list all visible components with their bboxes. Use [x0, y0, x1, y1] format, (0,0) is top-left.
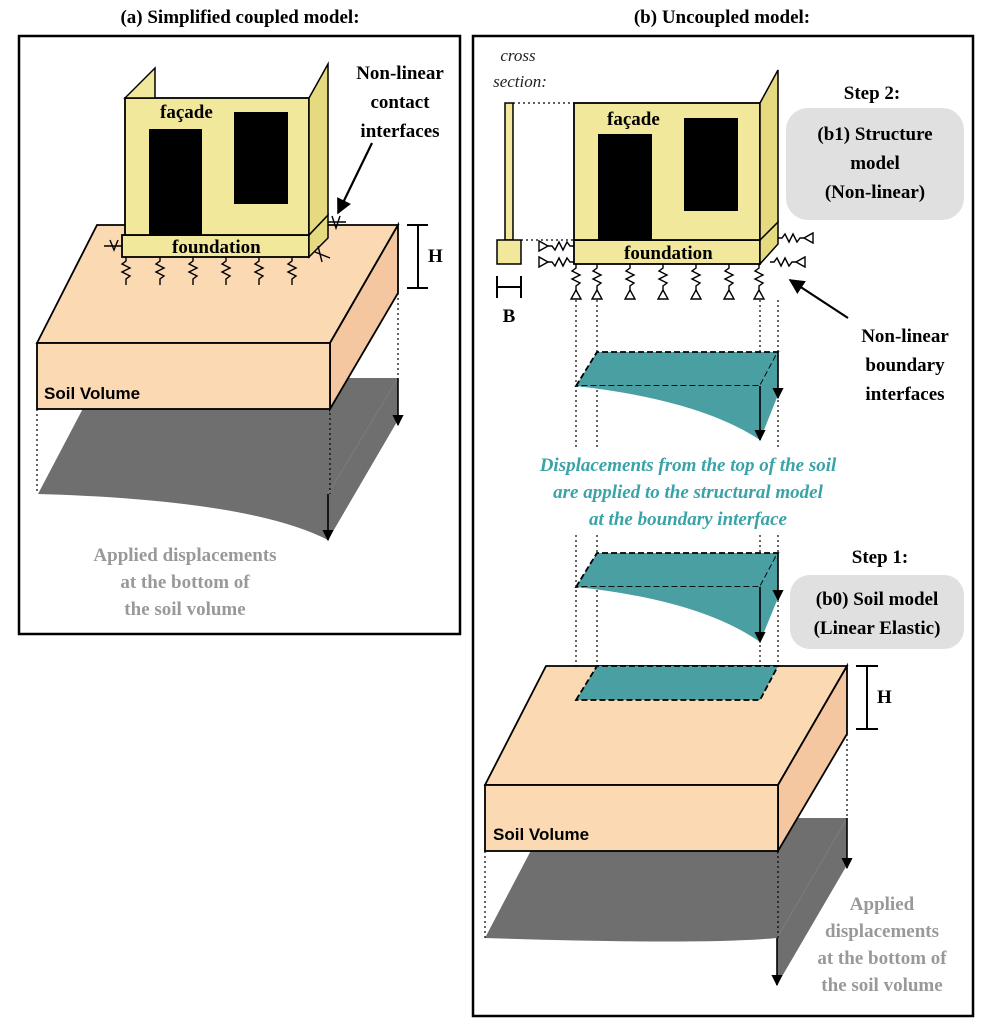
height-label: H: [877, 687, 892, 708]
transfer-text-line3: at the boundary interface: [589, 509, 787, 530]
applied-line3: at the bottom of: [817, 948, 947, 969]
facade-label: façade: [160, 102, 213, 123]
soil-volume-label: Soil Volume: [44, 384, 140, 403]
facade-label: façade: [607, 109, 660, 130]
panel-b-frame: [471, 34, 975, 1018]
door-opening: [598, 134, 652, 240]
door-opening: [149, 129, 202, 235]
soil-top-patch: [574, 665, 780, 701]
window-opening: [234, 112, 288, 204]
step2-label: Step 2:: [844, 83, 900, 104]
soil-volume-label: Soil Volume: [493, 825, 589, 844]
applied-line2: at the bottom of: [120, 572, 250, 593]
side-wall-right: [759, 69, 779, 242]
b1-line2: model: [850, 153, 900, 174]
height-label: H: [428, 246, 443, 267]
applied-line2: displacements: [825, 921, 939, 942]
cross-section-wall: [504, 102, 514, 241]
b1-line3: (Non-linear): [825, 182, 925, 203]
window-opening: [684, 118, 738, 211]
b0-line1: (b0) Soil model: [816, 589, 938, 610]
contact-label-line1: Non-linear: [356, 63, 444, 84]
panel-a-frame: [17, 34, 462, 636]
height-dimension: [407, 224, 428, 289]
cross-section-label-line1: cross: [500, 46, 536, 65]
boundary-label-line3: interfaces: [865, 384, 944, 405]
b1-line1: (b1) Structure: [817, 124, 932, 145]
soil-front-face: [484, 784, 779, 852]
contact-springs: [104, 215, 346, 286]
width-dimension: [496, 276, 522, 298]
foundation-label: foundation: [172, 237, 261, 258]
height-dimension: [856, 665, 878, 730]
upper-top-displacement: [574, 351, 780, 387]
cross-section-label-line2: section:: [493, 72, 547, 91]
soil-front-face: [36, 342, 331, 410]
transfer-text-line2: are applied to the structural model: [553, 482, 823, 503]
foundation-label: foundation: [624, 243, 713, 264]
applied-line1: Applied displacements: [93, 545, 276, 566]
boundary-pointer-arrow: [788, 279, 849, 319]
b0-line2: (Linear Elastic): [814, 618, 941, 639]
applied-line4: the soil volume: [821, 975, 942, 996]
lower-top-displacement: [574, 552, 780, 588]
side-wall-left: [123, 66, 156, 99]
contact-label-line2: contact: [370, 92, 430, 113]
applied-line1: Applied: [850, 894, 915, 915]
soil-model-box: [790, 575, 964, 649]
applied-line3: the soil volume: [124, 599, 245, 620]
panel-b-title: (b) Uncoupled model:: [634, 7, 810, 28]
side-wall-right: [308, 61, 329, 237]
contact-label-line3: interfaces: [360, 121, 439, 142]
boundary-label-line2: boundary: [865, 355, 945, 376]
contact-pointer-arrow: [337, 142, 373, 215]
boundary-label-line1: Non-linear: [861, 326, 949, 347]
panel-a-title: (a) Simplified coupled model:: [120, 7, 359, 28]
structure-model-box: [786, 108, 964, 220]
width-label: B: [503, 306, 516, 327]
step1-label: Step 1:: [852, 547, 908, 568]
transfer-text-line1: Displacements from the top of the soil: [539, 455, 837, 476]
cross-section-foundation: [496, 239, 522, 265]
